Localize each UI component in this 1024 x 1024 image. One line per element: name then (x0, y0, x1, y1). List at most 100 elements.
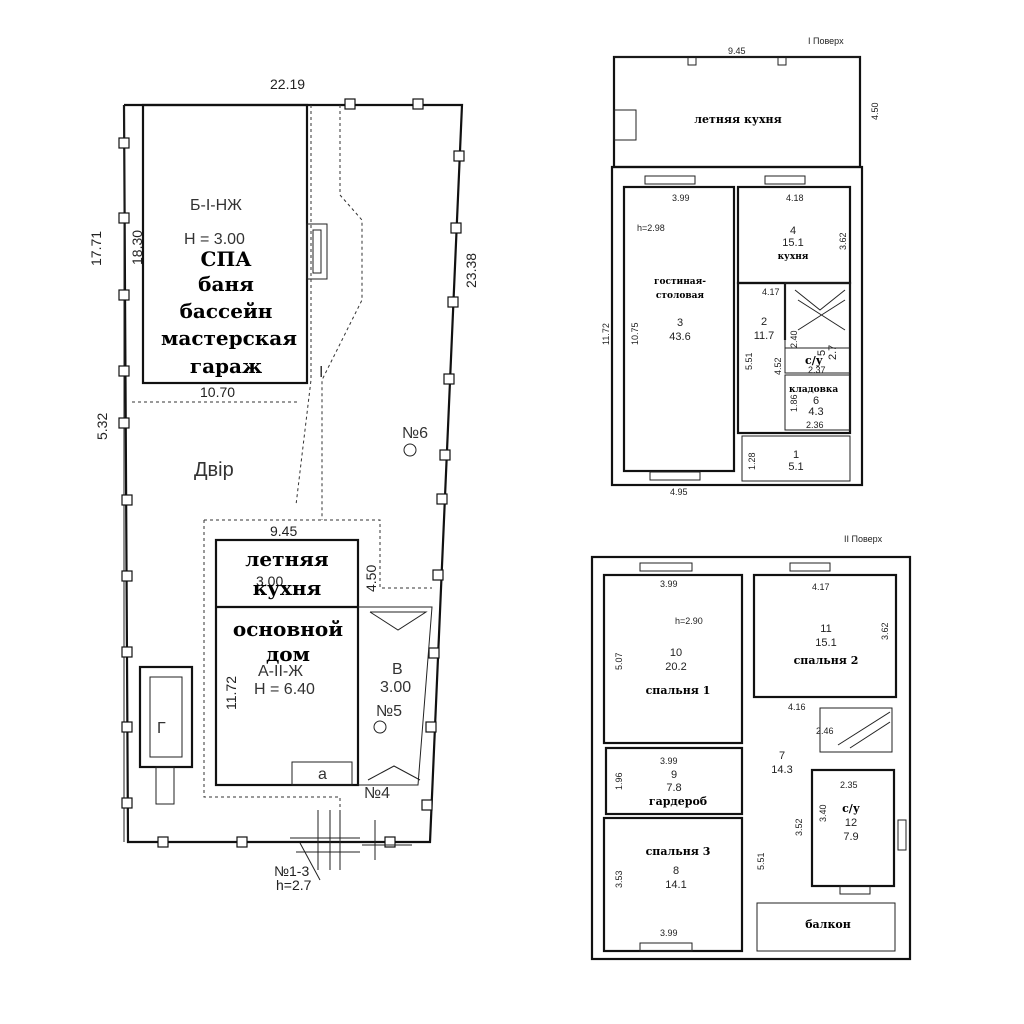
floor1-hall-area: 11.7 (754, 330, 775, 342)
floor1-dim-237: 2.37 (808, 365, 826, 375)
building-b-height: H = 3.00 (184, 231, 245, 248)
annex-v-label: В (392, 661, 403, 678)
floor2-dim-353: 3.53 (614, 870, 624, 888)
floor1-dim-399: 3.99 (672, 193, 690, 203)
floor1-dim-417: 4.17 (762, 287, 780, 297)
floor2-dim-417: 4.17 (812, 582, 830, 592)
building-b-code: Б-І-НЖ (190, 197, 242, 214)
floor1-dim-128: 1.28 (747, 452, 757, 470)
floor2-bed2-num: 11 (820, 623, 831, 635)
floor1-dim-186: 1.86 (789, 394, 799, 412)
floor1-entry-num: 1 (793, 449, 799, 461)
well-5-label: №5 (376, 703, 402, 720)
floor2-wc-label: с/у (842, 802, 860, 815)
floor2-dim-235: 2.35 (840, 780, 858, 790)
floor2-bed2-area: 15.1 (815, 637, 836, 649)
floor1-living-label-2: столовая (656, 291, 704, 301)
floor1-dim-1172: 11.72 (601, 323, 611, 345)
floor1-kitchen-label: кухня (778, 252, 809, 262)
floor1-pantry-area: 4.3 (808, 406, 823, 418)
building-b-label-banya: баня (198, 272, 254, 296)
floor1-living-num: 3 (677, 317, 683, 329)
floor2-bed1-area: 20.2 (665, 661, 686, 673)
well-6 (403, 443, 417, 457)
floor2-balcony: балкон (805, 918, 851, 931)
floor2-ward-area: 7.8 (666, 782, 681, 794)
kitchen-label-1: летняя (245, 547, 329, 571)
floor2-height-note: h=2.90 (675, 616, 703, 626)
house-label-2: дом (266, 642, 310, 666)
floor2-title: ІІ Поверх (844, 534, 883, 544)
floor1-wc-area: 2.7 (827, 345, 839, 360)
annex-a (291, 761, 353, 786)
floor1-wc-num: 5 (816, 350, 828, 356)
floor1-dim-495: 4.95 (670, 487, 688, 497)
floor2-ward-label: гардероб (649, 795, 707, 808)
floor1-living-area: 43.6 (669, 331, 690, 343)
annex-v (358, 606, 433, 786)
floor1-pantry-num: 6 (813, 395, 819, 407)
site-boundary (122, 103, 464, 844)
floor2-wc-num: 12 (845, 817, 857, 829)
annex-g-label: Г (157, 720, 166, 737)
annex-a-label: а (318, 766, 327, 783)
floor2-dim-416: 4.16 (788, 702, 806, 712)
floor1-entry-area: 5.1 (788, 461, 803, 473)
building-b-width: 10.70 (200, 384, 235, 400)
well-6-label: №6 (402, 425, 428, 442)
floor2-hall-area: 14.3 (771, 764, 792, 776)
gate-label: №1-3 (274, 863, 309, 879)
floor2-bed2-label: спальня 2 (794, 654, 859, 667)
well-5 (373, 720, 387, 734)
floor1-dim-right-top: 4.50 (870, 102, 880, 120)
floor2-bed1-num: 10 (670, 647, 682, 659)
building-b-label-garage: гараж (190, 354, 262, 378)
floor2-ward-num: 9 (671, 769, 677, 781)
site-dim-left-inner: 18.30 (129, 230, 145, 265)
floor-1-plan: І Поверх 9.45 4.50 летняя кухня 3.99 4.1… (601, 36, 880, 497)
kitchen-depth: 4.50 (363, 565, 379, 592)
floor2-dim-362: 3.62 (880, 622, 890, 640)
floor1-summer-kitchen: летняя кухня (694, 113, 781, 126)
floor1-pantry-label: кладовка (789, 385, 838, 395)
house-label-1: основной (233, 617, 343, 641)
floor1-dim-1075: 10.75 (630, 322, 640, 345)
floor1-height-note: h=2.98 (637, 223, 665, 233)
building-b-label-workshop: мастерская (161, 326, 297, 350)
floor1-dim-240: 2.40 (789, 330, 799, 348)
floor2-dim-399-top: 3.99 (660, 579, 678, 589)
main-house (214, 538, 360, 787)
floor1-dim-236: 2.36 (806, 420, 824, 430)
floor2-dim-246: 2.46 (816, 726, 834, 736)
roman-one: I (319, 364, 323, 381)
building-b-label-spa: СПА (200, 247, 252, 271)
house-code: А-ІІ-Ж (258, 663, 303, 680)
floor2-dim-507: 5.07 (614, 652, 624, 670)
site-dim-left: 17.71 (88, 231, 104, 266)
floor2-wc-area: 7.9 (843, 831, 858, 843)
floor-2-plan: ІІ Поверх 3.99 4.17 h=2.90 10 20.2 спаль… (590, 534, 912, 961)
floor2-dim-551: 5.51 (756, 852, 766, 870)
floor1-hall-num: 2 (761, 316, 767, 328)
gate-height: h=2.7 (276, 877, 312, 893)
building-b-label-pool: бассейн (180, 299, 273, 323)
floor2-dim-399-mid: 3.99 (660, 756, 678, 766)
kitchen-height: 3.00 (256, 573, 283, 589)
floor2-dim-340: 3.40 (818, 804, 828, 822)
site-dim-top: 22.19 (270, 76, 305, 92)
floor2-bed3-area: 14.1 (665, 879, 686, 891)
site-plan: 22.19 17.71 18.30 23.38 5.32 Б-І-НЖ H = … (88, 76, 479, 893)
house-height: H = 6.40 (254, 681, 315, 698)
floor1-dim-551: 5.51 (744, 352, 754, 370)
floor2-dim-352: 3.52 (794, 818, 804, 836)
main-width: 9.45 (270, 523, 297, 539)
floor2-dim-399-bot: 3.99 (660, 928, 678, 938)
annex-g (138, 665, 194, 769)
floor2-hall-num: 7 (779, 750, 785, 762)
floor2-dim-196: 1.96 (614, 772, 624, 790)
floor1-dim-452: 4.52 (773, 357, 783, 375)
fence-posts (118, 98, 465, 848)
floor1-living-label-1: гостиная- (654, 277, 706, 287)
floor2-bed3-label: спальня 3 (646, 845, 711, 858)
